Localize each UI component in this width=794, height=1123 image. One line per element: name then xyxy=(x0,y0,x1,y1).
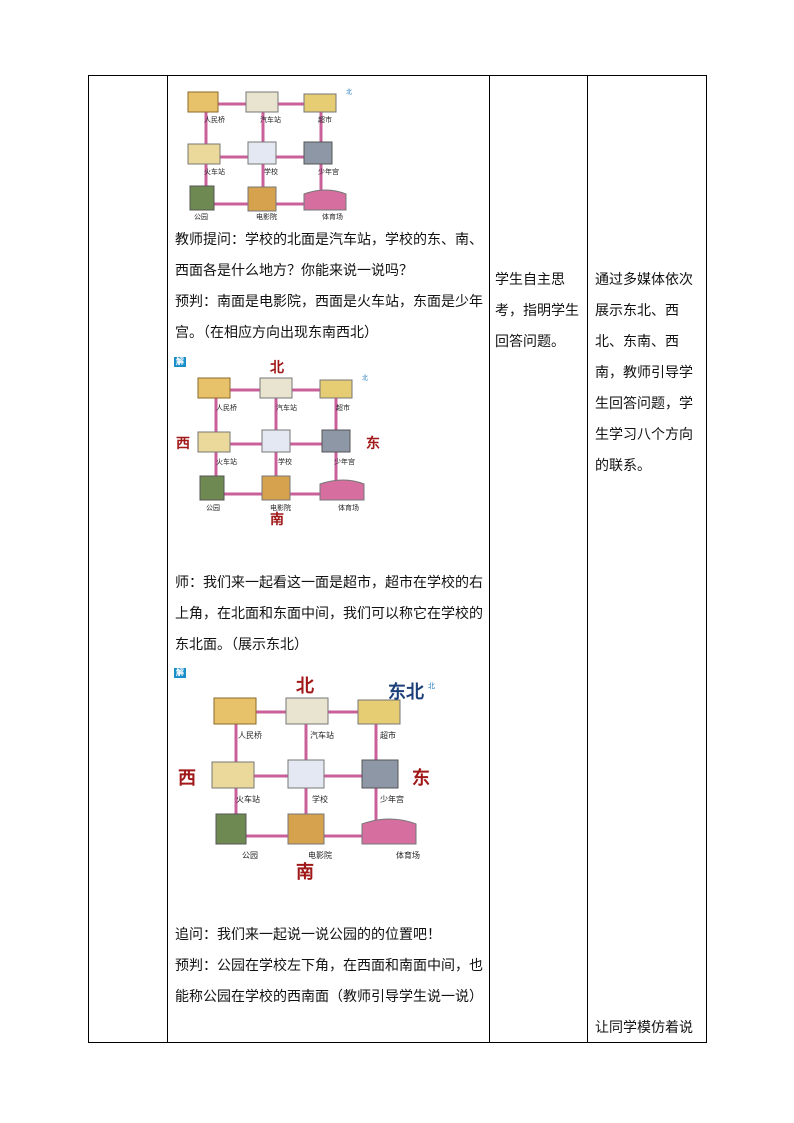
supermarket-icon xyxy=(319,379,353,399)
place-label: 公园 xyxy=(242,851,258,860)
place-label: 火车站 xyxy=(216,457,237,466)
direction-west: 西 xyxy=(176,436,190,452)
direction-east: 东 xyxy=(412,767,430,789)
student-activity-cell: 学生自主思考，指明学生回答问题。 xyxy=(490,76,587,1042)
design-intent-text: 通过多媒体依次展示东北、西北、东南、西南，教师引导学生回答问题，学生学习八个方向… xyxy=(595,272,693,474)
bus-station-icon xyxy=(285,697,329,725)
north-marker: 北 xyxy=(346,88,352,96)
place-label: 公园 xyxy=(206,504,220,512)
place-label: 少年宫 xyxy=(334,457,355,466)
direction-north: 北 xyxy=(270,360,284,376)
map-diagram-1: 北 人民桥 汽车站 超市 火车站 学校 少年宫 公园 电影院 体育场 xyxy=(176,82,366,222)
teacher-question: 教师提问：学校的北面是汽车站，学校的东、南、西面各是什么地方？你能来说一说吗？ xyxy=(175,232,483,279)
park-icon xyxy=(199,475,225,501)
place-label: 体育场 xyxy=(338,503,359,512)
teaching-process-cell: 北 人民桥 汽车站 超市 火车站 学校 少年宫 公园 电影院 体育场 教师提问：… xyxy=(168,76,489,1042)
cinema-icon xyxy=(261,475,291,501)
design-intent-cell: 通过多媒体依次展示东北、西北、东南、西南，教师引导学生回答问题，学生学习八个方向… xyxy=(588,76,706,1042)
train-station-icon xyxy=(197,431,231,453)
bus-station-icon xyxy=(259,377,293,399)
column-divider xyxy=(587,76,588,1042)
map-diagram-2: 北 西 东 南 北 人民桥 汽车站 超市 火车站 学校 少年宫 公园 电影院 体… xyxy=(176,358,386,528)
follow-up-question: 追问：我们来一起说一说公园的的位置吧！ xyxy=(175,927,441,943)
supermarket-icon xyxy=(357,699,401,725)
answer-badge: 解 xyxy=(174,357,186,367)
place-label: 超市 xyxy=(318,115,332,124)
direction-south: 南 xyxy=(270,511,284,528)
prediction-2: 预判：公园在学校左下角，在西面和南面中间，也能称公园在学校的西南面（教师引导学生… xyxy=(175,958,483,1005)
place-label: 少年宫 xyxy=(380,794,404,804)
north-marker: 北 xyxy=(428,682,435,690)
stadium-icon xyxy=(303,189,347,211)
people-bridge-icon xyxy=(213,697,257,725)
school-icon xyxy=(247,141,277,165)
place-label: 电影院 xyxy=(270,503,291,512)
direction-south: 南 xyxy=(296,861,314,883)
direction-north: 北 xyxy=(296,676,314,697)
place-label: 体育场 xyxy=(322,212,343,221)
stadium-icon xyxy=(319,479,365,501)
place-label: 超市 xyxy=(380,730,396,740)
direction-east: 东 xyxy=(366,435,380,452)
place-label: 学校 xyxy=(264,167,278,176)
youth-palace-icon xyxy=(303,141,333,165)
lesson-table: 北 人民桥 汽车站 超市 火车站 学校 少年宫 公园 电影院 体育场 教师提问：… xyxy=(88,75,707,1043)
prediction-1: 预判：南面是电影院，西面是火车站，东面是少年宫。（在相应方向出现东南西北） xyxy=(175,294,483,341)
youth-palace-icon xyxy=(321,429,351,453)
bus-station-icon xyxy=(245,91,279,113)
supermarket-icon xyxy=(303,93,337,113)
stadium-icon xyxy=(361,818,417,845)
direction-northeast: 东北 xyxy=(388,681,424,703)
student-activity-text: 学生自主思考，指明学生回答问题。 xyxy=(495,272,579,350)
cinema-icon xyxy=(247,186,277,212)
place-label: 汽车站 xyxy=(260,115,281,124)
answer-badge: 解 xyxy=(174,668,186,678)
place-label: 汽车站 xyxy=(310,730,334,740)
teacher-explanation: 师：我们来一起看这一面是超市，超市在学校的右上角，在北面和东面中间，我们可以称它… xyxy=(175,575,483,653)
school-icon xyxy=(261,429,291,453)
place-label: 电影院 xyxy=(308,850,332,860)
place-label: 人民桥 xyxy=(204,115,225,124)
train-station-icon xyxy=(211,761,255,789)
park-icon xyxy=(215,813,247,845)
direction-west: 西 xyxy=(178,768,196,789)
design-intent-bottom-text: 让同学模仿着说 xyxy=(595,1020,693,1036)
park-icon xyxy=(189,185,215,211)
cinema-icon xyxy=(287,813,325,845)
place-label: 人民桥 xyxy=(216,403,237,412)
place-label: 电影院 xyxy=(256,212,277,221)
place-label: 超市 xyxy=(336,403,350,412)
place-label: 汽车站 xyxy=(276,403,297,412)
place-label: 人民桥 xyxy=(238,730,262,740)
place-label: 公园 xyxy=(194,213,208,221)
train-station-icon xyxy=(187,143,221,165)
place-label: 火车站 xyxy=(236,794,260,804)
column-divider xyxy=(489,76,490,1042)
place-label: 体育场 xyxy=(396,850,420,860)
north-marker: 北 xyxy=(362,374,368,382)
column-divider xyxy=(167,76,168,1042)
map-diagram-3: 北 东北 西 东 南 北 人民桥 汽车站 超市 火车站 学校 少年宫 公园 电影… xyxy=(176,668,446,883)
youth-palace-icon xyxy=(361,759,399,789)
place-label: 学校 xyxy=(278,457,292,466)
people-bridge-icon xyxy=(187,91,219,113)
people-bridge-icon xyxy=(197,377,231,399)
place-label: 火车站 xyxy=(204,167,225,176)
school-icon xyxy=(287,759,325,789)
place-label: 学校 xyxy=(312,794,328,804)
place-label: 少年宫 xyxy=(318,167,339,176)
